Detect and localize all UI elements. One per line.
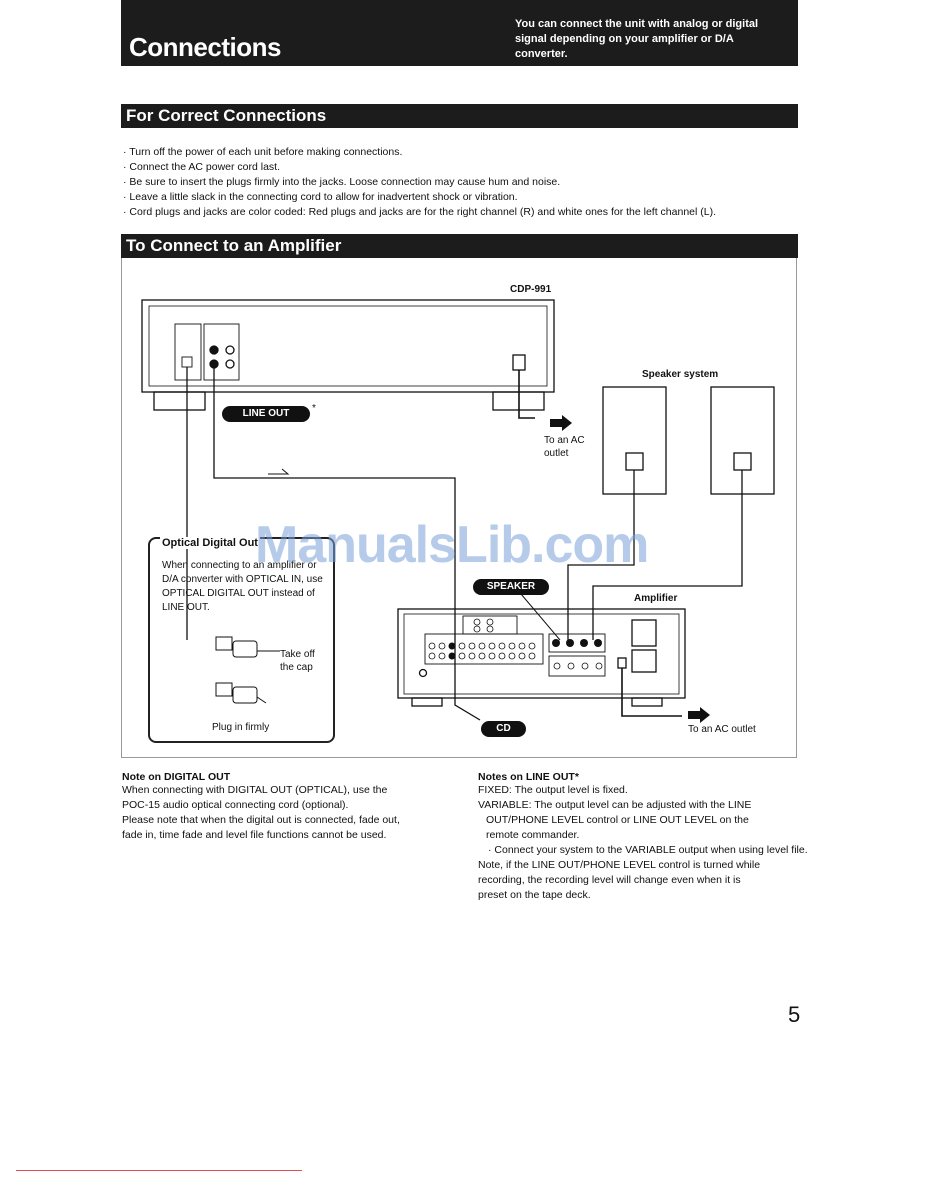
speaker-system-label: Speaker system [642, 369, 719, 380]
note-line: VARIABLE: The output level can be adjust… [478, 799, 752, 811]
page-header: Connections You can connect the unit wit… [121, 0, 798, 66]
note-line: FIXED: The output level is fixed. [478, 784, 628, 796]
cd-label: CD [481, 721, 526, 737]
optical-digital-out-callout: Optical Digital Out When connecting to a… [148, 537, 335, 743]
amplifier-label: Amplifier [634, 593, 678, 604]
note-line: recording, the recording level will chan… [478, 874, 741, 886]
note-line: POC-15 audio optical connecting cord (op… [122, 799, 349, 811]
note-line: Note, if the LINE OUT/PHONE LEVEL contro… [478, 859, 761, 871]
take-off-cap-line: the cap [280, 662, 313, 673]
line-out-asterisk: * [312, 403, 316, 414]
list-item: Connect the AC power cord last. [123, 160, 793, 175]
note-title: Note on DIGITAL OUT [122, 771, 231, 783]
optical-description: When connecting to an amplifier or D/A c… [162, 560, 323, 613]
bottom-rule [16, 1170, 302, 1171]
section-heading-amplifier: To Connect to an Amplifier [121, 234, 798, 258]
plug-in-firmly-label: Plug in firmly [212, 722, 270, 733]
section-title: For Correct Connections [126, 106, 327, 125]
ac-outlet-label-bottom: To an AC outlet [688, 724, 756, 735]
ac-outlet-label-top: To an AC outlet [544, 434, 585, 460]
arrow-icon [688, 707, 710, 723]
note-line: preset on the tape deck. [478, 889, 591, 901]
connection-tips-list: Turn off the power of each unit before m… [123, 145, 793, 220]
page-number: 5 [788, 1002, 801, 1027]
section-heading-correct-connections: For Correct Connections [121, 104, 798, 128]
arrow-icon [550, 415, 572, 431]
note-line: OUT/PHONE LEVEL control or LINE OUT LEVE… [486, 814, 749, 826]
take-off-cap-label: Take off the cap [280, 648, 315, 674]
connection-diagram [121, 258, 797, 758]
note-title: Notes on LINE OUT* [478, 771, 579, 783]
header-description: You can connect the unit with analog or … [515, 18, 759, 60]
list-item: Turn off the power of each unit before m… [123, 145, 793, 160]
note-line: When connecting with DIGITAL OUT (OPTICA… [122, 784, 388, 796]
cd-player-illustration [141, 299, 555, 411]
note-bullet: · Connect your system to the VARIABLE ou… [488, 844, 808, 856]
list-item: Be sure to insert the plugs firmly into … [123, 175, 793, 190]
note-line: fade in, time fade and level file functi… [122, 829, 387, 841]
notes-line-out: Notes on LINE OUT* FIXED: The output lev… [478, 771, 808, 903]
list-item: Cord plugs and jacks are color coded: Re… [123, 205, 793, 220]
section-title: To Connect to an Amplifier [126, 236, 342, 255]
cd-player-model-label: CDP-991 [510, 284, 552, 295]
optical-title: Optical Digital Out [160, 537, 260, 549]
list-item: Leave a little slack in the connecting c… [123, 190, 793, 205]
ac-outlet-line: To an AC [544, 435, 585, 446]
line-out-label: LINE OUT [222, 406, 310, 422]
note-digital-out: Note on DIGITAL OUT When connecting with… [122, 771, 442, 843]
amplifier-illustration [397, 608, 686, 717]
note-line: remote commander. [486, 829, 580, 841]
watermark: ManualsLib.com [255, 516, 649, 574]
note-line: Please note that when the digital out is… [122, 814, 400, 826]
take-off-cap-line: Take off [280, 649, 315, 660]
page-title: Connections [129, 32, 281, 62]
speaker-label: SPEAKER [473, 579, 549, 595]
ac-outlet-line: outlet [544, 448, 569, 459]
